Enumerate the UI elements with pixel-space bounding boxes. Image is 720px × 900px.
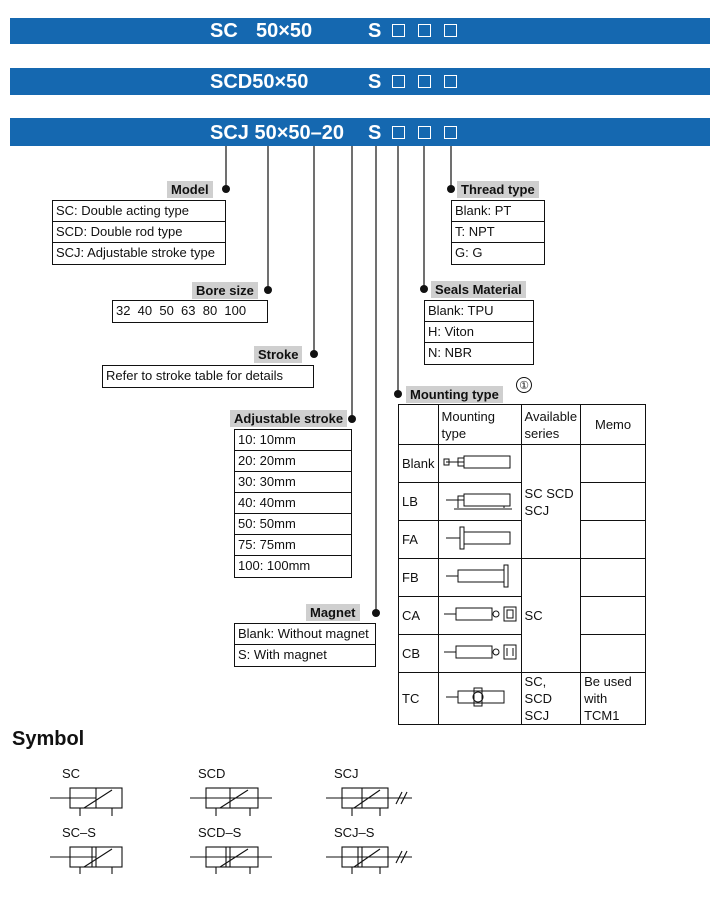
model-item: SC: Double acting type: [53, 201, 225, 222]
placeholder-square: [418, 24, 431, 37]
mount-diagram: [437, 596, 522, 635]
code-scd-mount: S: [368, 71, 382, 93]
series-tc: SC, SCD SCJ: [520, 672, 582, 725]
adjustable-item: 40: 40mm: [235, 493, 351, 514]
symbol-scj-s-icon: [326, 846, 412, 874]
memo-cell: [580, 596, 647, 635]
placeholder-square: [444, 24, 457, 37]
cylinder-blank-icon: [443, 455, 511, 469]
series-group2: SC: [520, 558, 582, 673]
adjustable-box: 10: 10mm 20: 20mm 30: 30mm 40: 40mm 50: …: [234, 429, 352, 578]
cylinder-tc-icon: [445, 687, 505, 707]
code-sc-mount: S: [368, 20, 382, 42]
row-code: LB: [398, 482, 439, 521]
cylinder-fa-icon: [445, 526, 511, 550]
row-code: CA: [398, 596, 439, 635]
placeholder-square: [444, 126, 457, 139]
placeholder-square: [392, 126, 405, 139]
code-scj-mount: S: [368, 122, 382, 144]
adjustable-item: 20: 20mm: [235, 451, 351, 472]
placeholder-square: [418, 126, 431, 139]
model-box: SC: Double acting type SCD: Double rod t…: [52, 200, 226, 265]
thread-item: T: NPT: [452, 222, 544, 243]
symbol-scj-icon: [326, 787, 412, 816]
symbol-title: Symbol: [12, 728, 85, 750]
note-marker: ①: [516, 377, 532, 393]
adjustable-item: 75: 75mm: [235, 535, 351, 556]
model-item: SCD: Double rod type: [53, 222, 225, 243]
bore-box: 32 40 50 63 80 100: [112, 300, 268, 323]
seals-item: H: Viton: [425, 322, 533, 343]
adjustable-item: 10: 10mm: [235, 430, 351, 451]
header-available-series: Available series: [520, 404, 582, 445]
cylinder-fb-icon: [445, 564, 509, 588]
code-sc-size: 50×50: [256, 20, 313, 42]
cylinder-lb-icon: [445, 493, 512, 510]
symbol-scd-icon: [190, 787, 272, 816]
magnet-item: Blank: Without magnet: [235, 624, 375, 645]
mounting-title: Mounting type: [406, 386, 503, 403]
symbol-label-sc-s: SC–S: [62, 825, 96, 840]
stroke-title: Stroke: [254, 346, 303, 363]
row-code: FA: [398, 520, 439, 559]
placeholder-square: [392, 24, 405, 37]
bore-values: 32 40 50 63 80 100: [116, 303, 247, 318]
symbol-sc-s-icon: [50, 846, 123, 874]
code-bar-scj: [10, 118, 710, 146]
seals-item: Blank: TPU: [425, 301, 533, 322]
adjustable-item: 30: 30mm: [235, 472, 351, 493]
symbol-label-scj-s: SCJ–S: [334, 825, 375, 840]
placeholder-square: [392, 75, 405, 88]
mount-diagram: [437, 520, 522, 559]
adjustable-item: 100: 100mm: [238, 558, 311, 573]
magnet-box: Blank: Without magnet S: With magnet: [234, 623, 376, 667]
symbol-label-scd-s: SCD–S: [198, 825, 242, 840]
magnet-item: S: With magnet: [238, 647, 327, 662]
code-bar-scd: [10, 68, 710, 95]
memo-cell: [580, 520, 647, 559]
seals-box: Blank: TPU H: Viton N: NBR: [424, 300, 534, 365]
mount-diagram: [437, 482, 522, 521]
code-sc-prefix: SC: [210, 20, 238, 42]
header-memo: Memo: [580, 404, 647, 445]
adjustable-item: 50: 50mm: [235, 514, 351, 535]
symbol-scd-s-icon: [190, 846, 272, 874]
thread-title: Thread type: [457, 181, 539, 198]
mounting-table: Mounting type Available series Memo Blan…: [398, 404, 647, 725]
symbol-sc-icon: [50, 787, 123, 816]
magnet-title: Magnet: [306, 604, 360, 621]
adjustable-title: Adjustable stroke: [230, 410, 348, 427]
row-code: CB: [398, 634, 439, 673]
memo-tc: Be used with TCM1: [580, 672, 647, 725]
code-bar-sc: [10, 18, 710, 44]
code-scd-prefix: SCD50×50: [210, 71, 309, 93]
placeholder-square: [444, 75, 457, 88]
symbol-label-scd: SCD: [198, 766, 226, 781]
seals-title: Seals Material: [431, 281, 526, 298]
bore-title: Bore size: [192, 282, 258, 299]
mount-diagram: [437, 634, 522, 673]
model-item: SCJ: Adjustable stroke type: [56, 245, 215, 260]
cylinder-ca-icon: [443, 606, 517, 622]
stroke-text: Refer to stroke table for details: [106, 368, 284, 383]
cylinder-cb-icon: [443, 644, 517, 660]
seals-item: N: NBR: [428, 345, 473, 360]
thread-box: Blank: PT T: NPT G: G: [451, 200, 545, 265]
memo-cell: [580, 634, 647, 673]
header-mounting-type: Mounting type: [437, 404, 522, 445]
thread-item: G: G: [455, 245, 483, 260]
symbol-label-sc: SC: [62, 766, 81, 781]
thread-item: Blank: PT: [452, 201, 544, 222]
memo-cell: [580, 444, 647, 483]
stroke-box: Refer to stroke table for details: [102, 365, 314, 388]
model-title: Model: [167, 181, 213, 198]
symbol-label-scj: SCJ: [334, 766, 359, 781]
mount-diagram: [437, 672, 522, 725]
code-scj-prefix: SCJ 50×50–20: [210, 122, 345, 144]
placeholder-square: [418, 75, 431, 88]
